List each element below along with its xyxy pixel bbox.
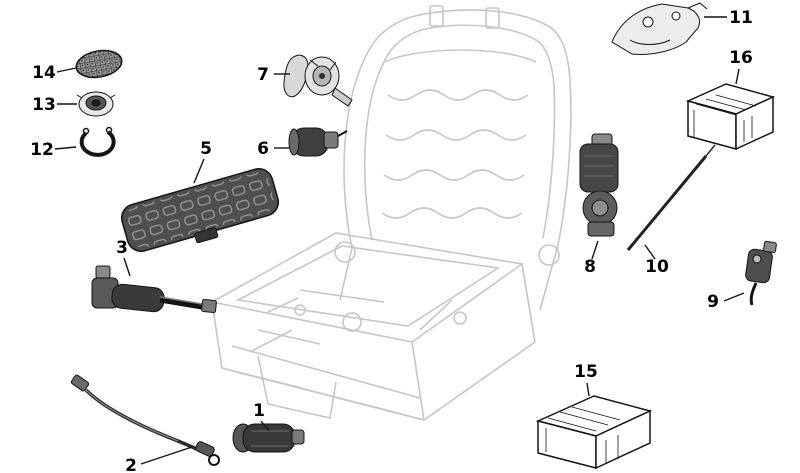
leader-line: [586, 382, 590, 397]
callout-16-label[interactable]: 16: [729, 48, 753, 68]
callout-3-label[interactable]: 3: [116, 238, 128, 258]
part-8-actuator-motor[interactable]: [579, 133, 619, 237]
callout-14-label[interactable]: 14: [32, 63, 56, 83]
part-12-retaining-ring[interactable]: [79, 126, 116, 157]
leader-line: [123, 257, 131, 277]
part-13-round-grommet[interactable]: [76, 91, 116, 117]
callout-9-label[interactable]: 9: [707, 292, 719, 312]
callout-7-label[interactable]: 7: [257, 65, 269, 85]
part-5-lumbar-mat[interactable]: [118, 165, 283, 261]
part-2-flex-shaft[interactable]: [70, 374, 220, 466]
callout-15-label[interactable]: 15: [574, 362, 598, 382]
callout-14[interactable]: 14: [32, 63, 77, 83]
callout-2-label[interactable]: 2: [125, 456, 137, 473]
callout-10[interactable]: 10: [644, 244, 669, 277]
leader-line: [56, 67, 77, 73]
leader-line: [54, 146, 77, 150]
callout-6-label[interactable]: 6: [257, 139, 269, 159]
leader-line: [140, 446, 193, 465]
leader-line: [193, 158, 205, 184]
part-14-mesh-pad[interactable]: [74, 47, 124, 81]
part-10-spindle-rod[interactable]: [626, 144, 716, 251]
callout-2[interactable]: 2: [125, 446, 193, 473]
leader-line: [644, 244, 656, 260]
callout-8-label[interactable]: 8: [584, 257, 596, 277]
callout-12[interactable]: 12: [30, 140, 77, 160]
callout-16[interactable]: 16: [729, 48, 753, 85]
leader-line: [260, 420, 270, 432]
callout-11-label[interactable]: 11: [729, 8, 753, 28]
callout-15[interactable]: 15: [574, 362, 598, 397]
callout-12-label[interactable]: 12: [30, 140, 54, 160]
part-7-adjuster-handwheel[interactable]: [283, 54, 353, 107]
leader-line: [591, 240, 599, 260]
callout-3[interactable]: 3: [116, 238, 131, 277]
callout-5-label[interactable]: 5: [200, 139, 212, 159]
callout-13[interactable]: 13: [32, 95, 77, 115]
part-15-box[interactable]: [535, 395, 653, 470]
part-16-box[interactable]: [685, 83, 776, 151]
callout-5[interactable]: 5: [193, 139, 212, 184]
leader-line: [735, 68, 740, 85]
callout-6[interactable]: 6: [257, 139, 290, 159]
part-3-seat-motor-spindle[interactable]: [91, 265, 217, 314]
part-9-latch-actuator[interactable]: [745, 240, 777, 306]
part-6-small-motor[interactable]: [288, 127, 348, 157]
part-11-mounting-bracket[interactable]: [611, 2, 708, 55]
callout-8[interactable]: 8: [584, 240, 599, 277]
leader-line: [723, 292, 745, 302]
callout-10-label[interactable]: 10: [645, 257, 669, 277]
callout-11[interactable]: 11: [704, 8, 753, 28]
callout-9[interactable]: 9: [707, 292, 745, 312]
part-1-seat-motor[interactable]: [232, 423, 305, 453]
seat-frame-illustration: [209, 5, 572, 421]
callout-1-label[interactable]: 1: [253, 401, 265, 421]
callout-1[interactable]: 1: [253, 401, 270, 432]
callout-7[interactable]: 7: [257, 65, 290, 85]
callout-13-label[interactable]: 13: [32, 95, 56, 115]
